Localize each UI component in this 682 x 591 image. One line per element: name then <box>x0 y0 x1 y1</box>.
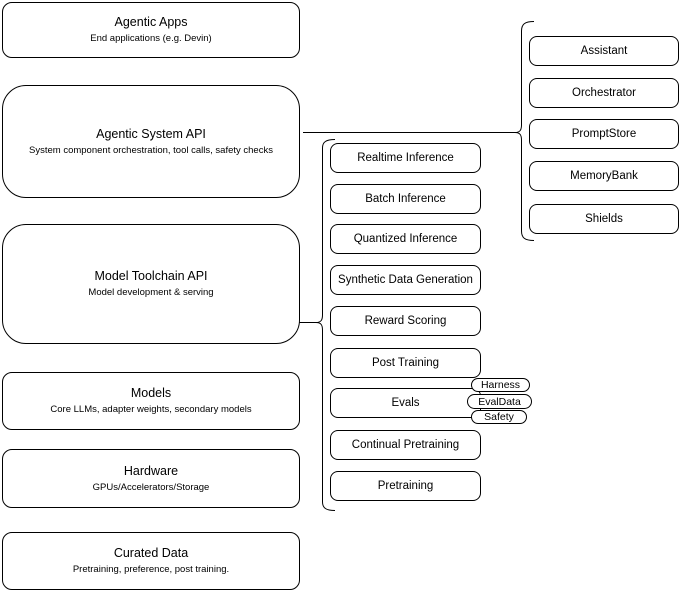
node-label: Shields <box>585 213 623 225</box>
tag-safety: Safety <box>471 410 527 424</box>
node-orchestrator: Orchestrator <box>529 78 679 108</box>
node-title: Model Toolchain API <box>94 269 208 283</box>
node-realtime-inference: Realtime Inference <box>330 143 481 173</box>
tag-label: Harness <box>480 379 521 391</box>
tag-evaldata: EvalData <box>467 394 532 409</box>
node-pretraining: Pretraining <box>330 471 481 501</box>
tag-label: Safety <box>484 411 514 423</box>
node-title: Agentic System API <box>96 126 206 141</box>
brace-toolchain <box>315 139 336 511</box>
node-label: Reward Scoring <box>364 315 447 327</box>
node-synthetic-data-generation: Synthetic Data Generation <box>330 265 481 295</box>
node-title: Models <box>130 386 172 400</box>
node-subtitle: Model development & serving <box>88 287 214 298</box>
node-label: Orchestrator <box>572 87 636 99</box>
node-title: Agentic Apps <box>114 15 188 29</box>
node-subtitle: Pretraining, preference, post training. <box>72 564 230 575</box>
node-model-toolchain-api: Model Toolchain API Model development & … <box>2 224 300 344</box>
node-label: Continual Pretraining <box>351 439 460 451</box>
node-post-training: Post Training <box>330 348 481 378</box>
node-label: Assistant <box>580 45 628 57</box>
node-continual-pretraining: Continual Pretraining <box>330 430 481 460</box>
node-title: Hardware <box>123 463 179 478</box>
node-hardware: Hardware GPUs/Accelerators/Storage <box>2 449 300 508</box>
tag-harness: Harness <box>471 378 530 392</box>
node-agentic-system-api: Agentic System API System component orch… <box>2 85 300 198</box>
node-evals: Evals <box>330 388 481 418</box>
node-label: Evals <box>391 397 420 409</box>
node-memorybank: MemoryBank <box>529 161 679 191</box>
node-quantized-inference: Quantized Inference <box>330 224 481 254</box>
node-label: Pretraining <box>377 480 434 492</box>
node-subtitle: GPUs/Accelerators/Storage <box>92 481 210 493</box>
node-shields: Shields <box>529 204 679 234</box>
node-label: Post Training <box>371 357 440 369</box>
node-curated-data: Curated Data Pretraining, preference, po… <box>2 532 300 590</box>
node-batch-inference: Batch Inference <box>330 184 481 214</box>
node-models: Models Core LLMs, adapter weights, secon… <box>2 372 300 430</box>
brace-system-components <box>514 21 535 241</box>
node-promptstore: PromptStore <box>529 119 679 149</box>
node-label: PromptStore <box>571 128 637 140</box>
node-label: MemoryBank <box>570 170 638 182</box>
node-subtitle: Core LLMs, adapter weights, secondary mo… <box>50 404 252 415</box>
node-assistant: Assistant <box>529 36 679 66</box>
node-reward-scoring: Reward Scoring <box>330 306 481 336</box>
node-label: Quantized Inference <box>353 233 458 245</box>
node-label: Realtime Inference <box>357 152 454 164</box>
node-subtitle: End applications (e.g. Devin) <box>90 33 212 44</box>
node-label: Batch Inference <box>365 193 446 205</box>
node-label: Synthetic Data Generation <box>338 274 473 286</box>
node-title: Curated Data <box>113 546 189 560</box>
node-agentic-apps: Agentic Apps End applications (e.g. Devi… <box>2 2 300 58</box>
node-subtitle: System component orchestration, tool cal… <box>29 144 273 156</box>
tag-label: EvalData <box>478 395 521 408</box>
